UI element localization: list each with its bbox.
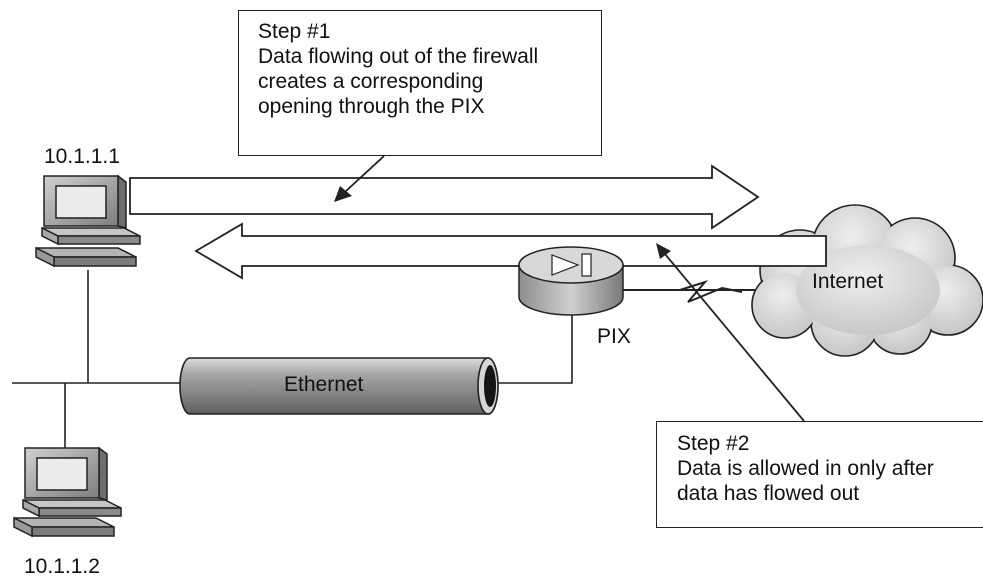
host2-ip-label: 10.1.1.2 <box>24 555 100 578</box>
step2-text-line2: data has flowed out <box>677 482 860 505</box>
network-wiring <box>12 270 755 455</box>
internet-label: Internet <box>812 270 884 293</box>
host1-ip-label: 10.1.1.1 <box>44 145 120 168</box>
step1-text-line3: opening through the PIX <box>258 95 485 118</box>
step1-text-line1: Data flowing out of the firewall <box>258 45 539 68</box>
step2-title: Step #2 <box>677 432 750 455</box>
step1-text-line2: creates a corresponding <box>258 70 484 93</box>
inbound-flow-arrow <box>194 222 827 280</box>
workstation-icon <box>35 174 141 268</box>
pix-label: PIX <box>597 325 631 348</box>
step1-title: Step #1 <box>258 20 331 43</box>
ethernet-label: Ethernet <box>284 373 364 396</box>
step1-callout: Step #1 Data flowing out of the firewall… <box>238 10 602 156</box>
step2-callout: Step #2 Data is allowed in only after da… <box>656 421 983 528</box>
step2-pointer <box>656 243 805 422</box>
step2-text-line1: Data is allowed in only after <box>677 457 934 480</box>
pix-firewall-icon <box>518 246 624 316</box>
ethernet-segment-icon <box>179 357 499 415</box>
step1-pointer <box>334 155 385 202</box>
workstation-icon <box>13 446 122 538</box>
serial-link-icon <box>679 279 743 303</box>
outbound-flow-arrow <box>129 164 760 230</box>
